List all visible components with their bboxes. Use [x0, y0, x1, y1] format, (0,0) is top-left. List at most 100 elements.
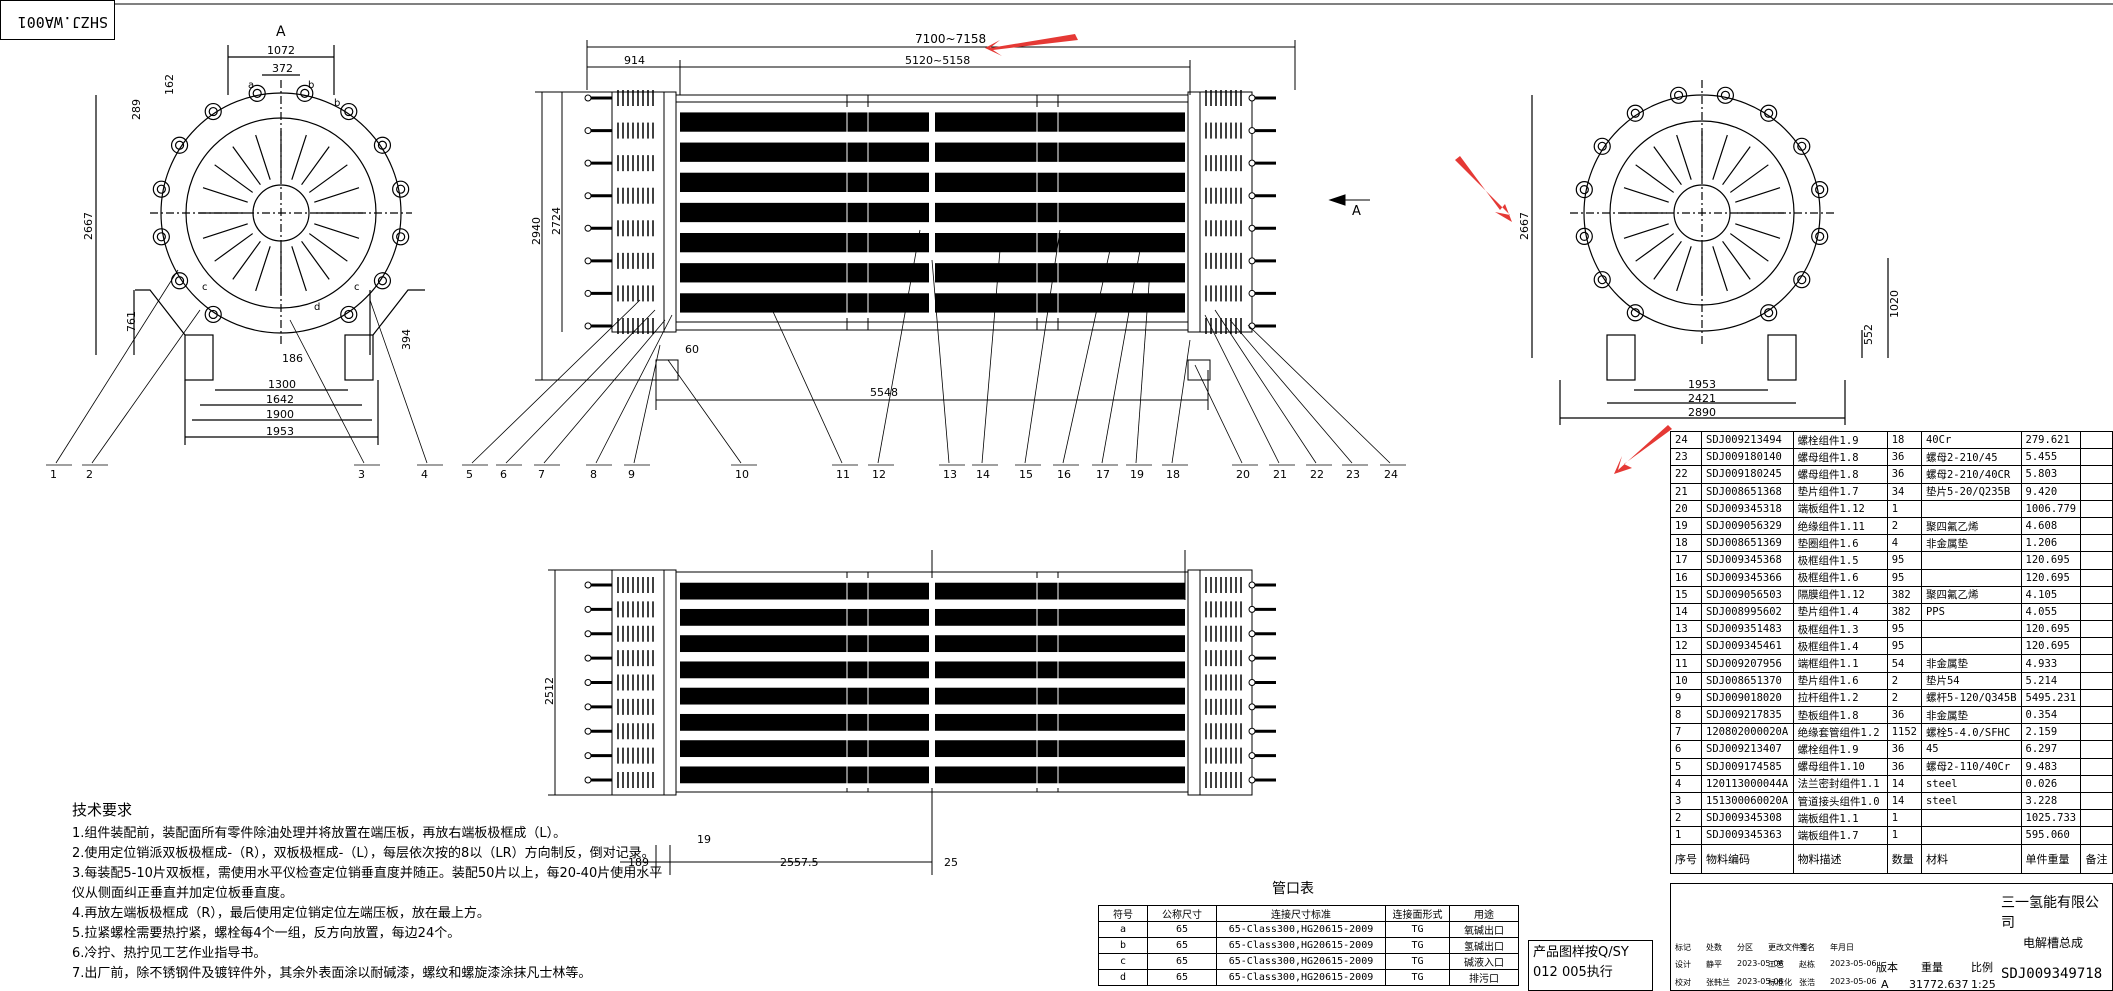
scale-value: 1:25: [1971, 978, 1996, 991]
dimension-text: 2724: [550, 207, 563, 235]
dimension-text: 1953: [266, 425, 294, 438]
dimension-text: 1900: [266, 408, 294, 421]
title-block-cell: 设计: [1675, 960, 1691, 969]
nozzle-letter: b: [308, 80, 314, 91]
bom-cell-note: [2080, 499, 2113, 518]
bom-cell-qty: 54: [1886, 654, 1922, 673]
spoke: [1712, 246, 1728, 292]
bom-cell-mat: [1920, 637, 2022, 656]
bolt-hole: [1716, 86, 1735, 104]
spoke: [291, 134, 307, 180]
spoke: [291, 246, 307, 292]
balloon-7: 7: [538, 468, 545, 481]
bom-cell-name: 垫板组件1.8: [1792, 705, 1888, 725]
dimension-text: 162: [163, 74, 176, 95]
title-block-cell: 2023-05-06: [1830, 977, 1877, 986]
spoke: [1653, 240, 1682, 280]
bom-cell-qty: 14: [1886, 774, 1922, 793]
bom-cell-code: SDJ009217835: [1701, 705, 1794, 725]
nozzle-cell-use: 氢碱出口: [1449, 937, 1519, 954]
title-block-cell: 年月日: [1830, 943, 1854, 952]
nozzle-table-title: 管口表: [1272, 881, 1314, 897]
spoke: [1623, 187, 1669, 203]
dimension-text: 2667: [1518, 212, 1531, 240]
title-block-cell: 标准化: [1768, 978, 1792, 987]
bom-cell-qty: 36: [1886, 465, 1922, 484]
bom-cell-qty: 2: [1886, 516, 1922, 536]
left-end-view: [95, 45, 425, 445]
spoke: [301, 146, 330, 186]
note-line: 仪从侧面纠正垂直并加定位板垂直度。: [72, 886, 294, 901]
bom-cell-name: 法兰密封组件1.1: [1792, 774, 1888, 793]
bom-cell-qty: 18: [1886, 430, 1922, 450]
bom-cell-name: 螺母组件1.10: [1792, 757, 1888, 776]
nozzle-cell-tag: d: [1098, 969, 1148, 986]
stamp-line: 012 005执行: [1533, 965, 1613, 980]
bolt-hole: [204, 102, 222, 121]
bom-cell-name: 垫片组件1.6: [1792, 671, 1888, 690]
bom-cell-code: SDJ009056503: [1701, 585, 1794, 604]
balloon-12: 12: [872, 468, 886, 481]
dimension-text: 5120~5158: [905, 54, 970, 67]
bom-cell-mat: 螺母2-210/40CR: [1920, 465, 2022, 484]
bolt-hole: [373, 136, 392, 154]
bom-cell-qty: 1: [1886, 499, 1922, 518]
balloon-16: 16: [1057, 468, 1071, 481]
bolt-hole: [1575, 227, 1593, 246]
bom-cell-code: 151300060020A: [1701, 791, 1794, 811]
nozzle-cell-std: 65-Class300,HG20615-2009: [1216, 953, 1386, 970]
leader-line: [1101, 249, 1141, 464]
title-block-cell: 更改文件号: [1768, 943, 1808, 952]
leader-line: [877, 229, 921, 464]
balloon-3: 3: [358, 468, 365, 481]
leader-line: [1204, 314, 1280, 464]
bom-cell-wt: 120.695: [2020, 568, 2082, 587]
bolt-hole: [392, 180, 410, 198]
nozzle-cell-dn: 65: [1147, 937, 1217, 954]
bom-col-note: 备注: [2080, 843, 2113, 874]
bolt-hole: [1593, 137, 1611, 155]
bom-col-no: 序号: [1670, 843, 1702, 874]
dimension-text: 1072: [267, 44, 295, 57]
bom-cell-no: 21: [1670, 482, 1702, 501]
bom-cell-mat: 垫片54: [1920, 671, 2022, 690]
balloon-20: 20: [1236, 468, 1250, 481]
title-block-cell: 签名: [1799, 943, 1815, 952]
nozzle-cell-std: 65-Class300,HG20615-2009: [1216, 969, 1386, 986]
bom-cell-name: 螺栓组件1.9: [1792, 740, 1888, 759]
bom-cell-no: 9: [1670, 688, 1702, 708]
leader-line: [1135, 269, 1151, 464]
bolt-hole: [1793, 271, 1811, 289]
bom-cell-qty: 1: [1886, 809, 1922, 828]
bom-cell-code: SDJ009351483: [1701, 620, 1794, 639]
bom-cell-qty: 36: [1886, 705, 1922, 725]
bom-cell-code: SDJ009345461: [1701, 637, 1794, 656]
dimension-text: 2421: [1688, 392, 1716, 405]
bom-cell-wt: 1.206: [2020, 534, 2082, 553]
bom-cell-name: 垫圈组件1.6: [1792, 534, 1888, 553]
spoke: [202, 223, 248, 239]
spoke: [232, 146, 261, 186]
bom-cell-mat: 45: [1920, 740, 2022, 759]
nozzle-cell-dn: 65: [1147, 953, 1217, 970]
leader-line: [931, 259, 950, 464]
bom-col-name: 物料描述: [1792, 843, 1888, 874]
bom-cell-note: [2080, 654, 2113, 673]
leader-line: [1024, 229, 1061, 464]
weight-value: 31772.637: [1909, 978, 1969, 991]
balloon-24: 24: [1384, 468, 1398, 481]
bom-cell-code: SDJ009213494: [1701, 430, 1794, 450]
bom-cell-mat: PPS: [1920, 602, 2022, 622]
leader-line: [471, 299, 641, 464]
bom-cell-note: [2080, 791, 2113, 811]
technical-requirements: 技术要求 1.组件装配前，装配面所有零件除油处理并将放置在端压板，再放右端板极框…: [72, 800, 662, 984]
bom-cell-qty: 34: [1886, 482, 1922, 501]
spoke: [1735, 187, 1781, 203]
leader-line: [369, 299, 428, 464]
nozzle-cell-dn: 65: [1147, 969, 1217, 986]
